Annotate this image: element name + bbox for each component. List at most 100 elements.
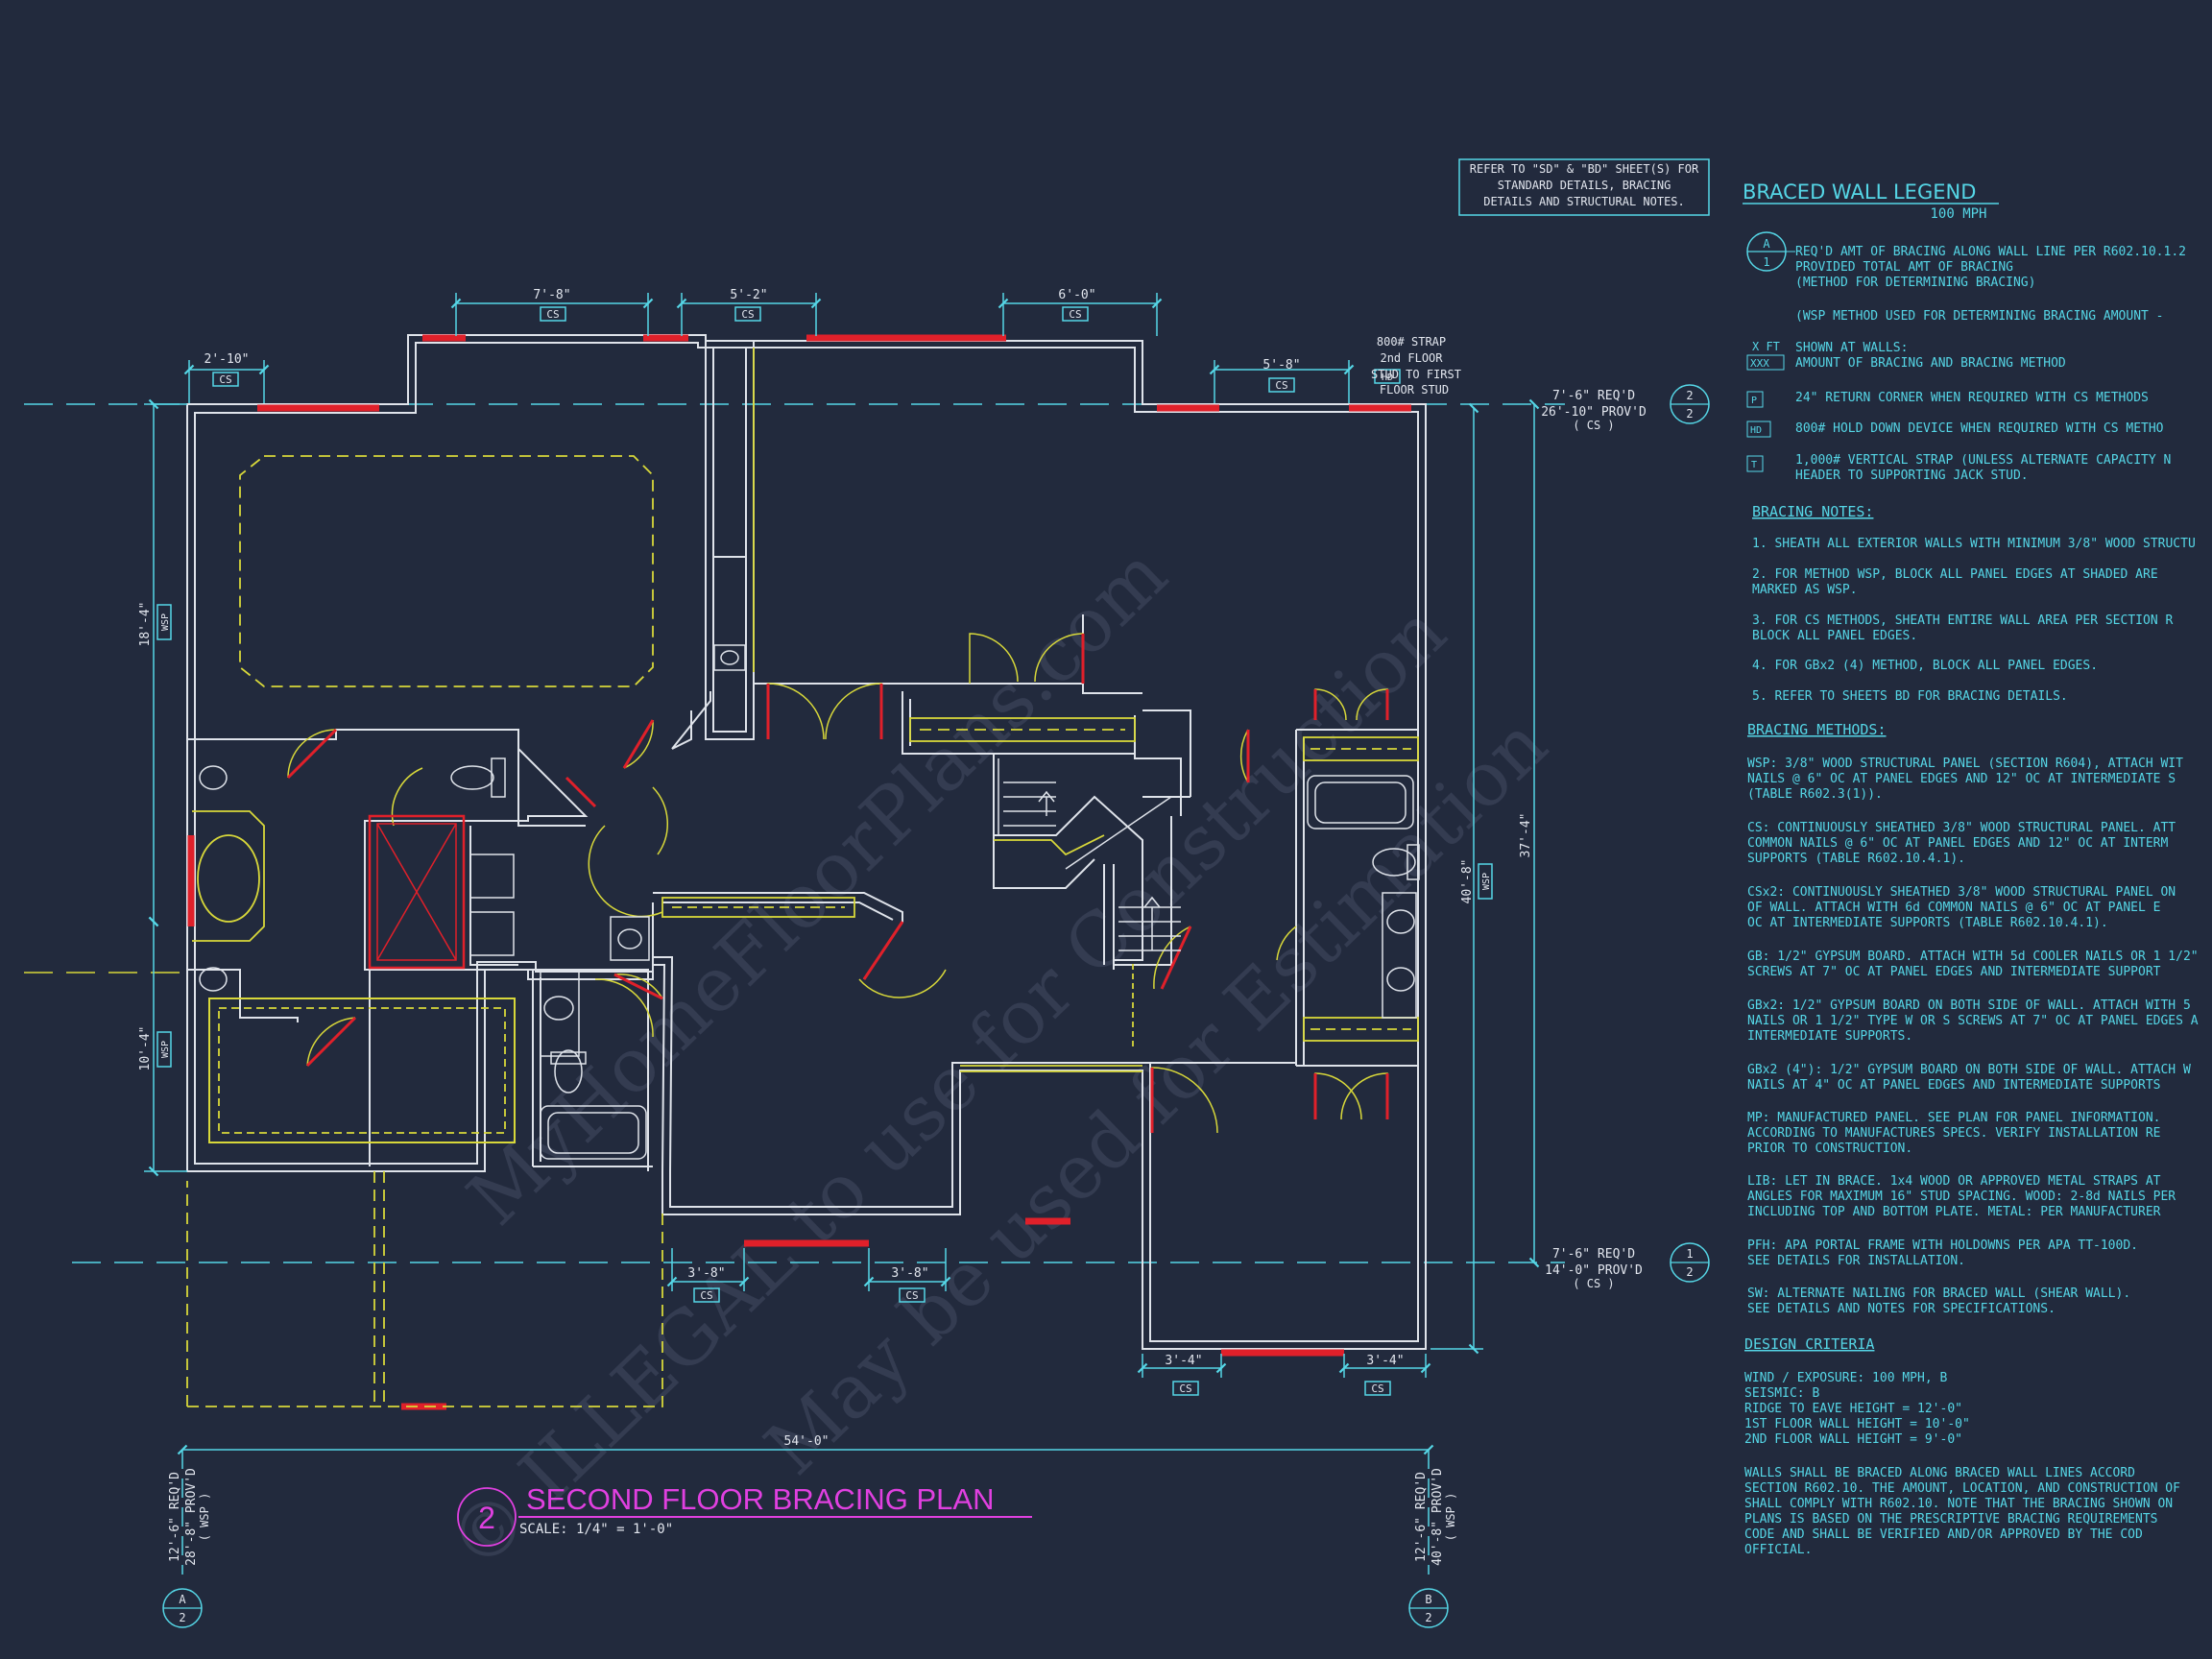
method-gbx2-3: INTERMEDIATE SUPPORTS. (1747, 1029, 1912, 1044)
method-wsp-2: NAILS @ 6" OC AT PANEL EDGES AND 12" OC … (1747, 772, 2176, 786)
wall-line-B-tag: 12'-6" REQ'D 40'-8" PROV'D ( WSP ) B 2 (1408, 1468, 1457, 1628)
reference-line-2: STANDARD DETAILS, BRACING (1498, 179, 1671, 192)
legend-wsp-line: (WSP METHOD USED FOR DETERMINING BRACING… (1795, 309, 2164, 324)
design-criteria-heading: DESIGN CRITERIA (1744, 1335, 1874, 1353)
method-gb-1: GB: 1/2" GYPSUM BOARD. ATTACH WITH 5d CO… (1747, 950, 2199, 964)
legend-subtitle: 100 MPH (1930, 206, 1986, 222)
lineA-method: ( WSP ) (198, 1493, 211, 1542)
dim-bottom-4-method: CS (1371, 1382, 1383, 1395)
dim-right-top-method: CS (1275, 379, 1287, 392)
legend-bubble-bottom: 1 (1763, 255, 1769, 269)
criteria-para-4: PLANS IS BASED ON THE PRESCRIPTIVE BRACI… (1744, 1512, 2157, 1527)
strap-note: 800# STRAP 2nd FLOOR STUD TO FIRST FLOOR… (1371, 335, 1461, 397)
lineA-req: 12'-6" REQ'D (168, 1472, 182, 1562)
line2-bubble-top: 2 (1686, 389, 1693, 402)
criteria-2: SEISMIC: B (1744, 1386, 1819, 1401)
dim-left-lower-method: WSP (160, 1041, 171, 1058)
note-2-line-1: 2. FOR METHOD WSP, BLOCK ALL PANEL EDGES… (1752, 567, 2158, 582)
line1-method: ( CS ) (1573, 1277, 1614, 1290)
dim-right-inner-method: WSP (1481, 873, 1492, 890)
legend-xft-line-1: SHOWN AT WALLS: (1795, 341, 1908, 355)
legend-title: BRACED WALL LEGEND (1743, 180, 1976, 204)
method-sw-1: SW: ALTERNATE NAILING FOR BRACED WALL (S… (1747, 1286, 2130, 1301)
strap-line-3: STUD TO FIRST (1371, 368, 1461, 381)
line2-prov: 26'-10" PROV'D (1541, 405, 1647, 420)
criteria-4: 1ST FLOOR WALL HEIGHT = 10'-0" (1744, 1417, 1970, 1431)
method-cs-1: CS: CONTINUOUSLY SHEATHED 3/8" WOOD STRU… (1747, 821, 2176, 835)
plan-scale: SCALE: 1/4" = 1'-0" (519, 1522, 673, 1537)
reference-line-3: DETAILS AND STRUCTURAL NOTES. (1483, 195, 1685, 208)
legend-p-text: 24" RETURN CORNER WHEN REQUIRED WITH CS … (1795, 391, 2149, 405)
criteria-para-6: OFFICIAL. (1744, 1543, 1812, 1557)
dimension-labels: 7'-8" CS 5'-2" CS 6'-0" CS 2'-10" CS 5'-… (138, 288, 1533, 1449)
criteria-3: RIDGE TO EAVE HEIGHT = 12'-0" (1744, 1402, 1962, 1416)
method-wsp-1: WSP: 3/8" WOOD STRUCTURAL PANEL (SECTION… (1747, 757, 2183, 771)
lineB-method: ( WSP ) (1444, 1493, 1457, 1542)
bracing-notes-heading: BRACING NOTES: (1752, 503, 1873, 520)
plan-number: 2 (478, 1501, 495, 1535)
note-3-line-2: BLOCK ALL PANEL EDGES. (1752, 629, 1917, 643)
legend-t-line-2: HEADER TO SUPPORTING JACK STUD. (1795, 469, 2029, 483)
line2-bubble-bottom: 2 (1686, 407, 1693, 421)
criteria-para-2: SECTION R602.10. THE AMOUNT, LOCATION, A… (1744, 1481, 2180, 1496)
lineA-prov: 28'-8" PROV'D (184, 1468, 199, 1566)
dim-left-upper-method: WSP (160, 613, 171, 631)
dim-top-3-method: CS (1069, 308, 1081, 321)
dim-top-1-method: CS (546, 308, 559, 321)
dim-overall-width: 54'-0" (784, 1434, 830, 1449)
line2-req: 7'-6" REQ'D (1552, 389, 1635, 403)
criteria-para-5: CODE AND SHALL BE VERIFIED AND/OR APPROV… (1744, 1527, 2143, 1542)
dim-left-top: 2'-10" (204, 352, 250, 367)
lineA-bubble-top: A (179, 1593, 186, 1606)
legend-t-line-1: 1,000# VERTICAL STRAP (UNLESS ALTERNATE … (1795, 453, 2171, 468)
dim-top-1: 7'-8" (533, 288, 570, 302)
legend-xxx: XXX (1750, 357, 1769, 370)
method-csx2-3: OC AT INTERMEDIATE SUPPORTS (TABLE R602.… (1747, 916, 2108, 930)
dim-right-outer: 37'-4" (1519, 813, 1533, 858)
legend-bubble-line-1: REQ'D AMT OF BRACING ALONG WALL LINE PER… (1795, 245, 2186, 259)
method-gbx2-2: NAILS OR 1 1/2" TYPE W OR S SCREWS AT 7"… (1747, 1014, 2199, 1028)
method-gbx2-1: GBx2: 1/2" GYPSUM BOARD ON BOTH SIDE OF … (1747, 998, 2191, 1013)
legend-hd-tag: HD (1750, 425, 1762, 436)
line1-req: 7'-6" REQ'D (1552, 1247, 1635, 1262)
lineB-bubble-top: B (1425, 1593, 1431, 1606)
method-csx2-1: CSx2: CONTINUOUSLY SHEATHED 3/8" WOOD ST… (1747, 885, 2176, 900)
hd-tag: HD (1382, 373, 1393, 383)
wall-line-2-tag: 7'-6" REQ'D 26'-10" PROV'D ( CS ) 2 2 (1541, 384, 1710, 432)
legend-bubble-line-2: PROVIDED TOTAL AMT OF BRACING (1795, 260, 2013, 275)
lineB-bubble-bottom: 2 (1425, 1611, 1431, 1624)
method-gbx2-4-2: NAILS AT 4" OC AT PANEL EDGES AND INTERM… (1747, 1078, 2160, 1093)
method-wsp-3: (TABLE R602.3(1)). (1747, 787, 1883, 802)
criteria-para-3: SHALL COMPLY WITH R602.10. NOTE THAT THE… (1744, 1497, 2173, 1511)
line1-bubble-top: 1 (1686, 1247, 1693, 1261)
wall-line-A-tag: 12'-6" REQ'D 28'-8" PROV'D ( WSP ) A 2 (162, 1468, 211, 1628)
dim-top-2-method: CS (741, 308, 754, 321)
method-lib-2: ANGLES FOR MAXIMUM 16" STUD SPACING. WOO… (1747, 1190, 2176, 1204)
dim-bottom-2-method: CS (905, 1289, 918, 1302)
legend-bubble-top: A (1763, 237, 1770, 251)
line2-method: ( CS ) (1573, 419, 1614, 432)
dim-top-3: 6'-0" (1058, 288, 1095, 302)
method-lib-3: INCLUDING TOP AND BOTTOM PLATE. METAL: P… (1747, 1205, 2161, 1219)
doors (287, 633, 1388, 1134)
method-mp-2: ACCORDING TO MANUFACTURES SPECS. VERIFY … (1747, 1126, 2160, 1141)
dim-bottom-4: 3'-4" (1366, 1354, 1404, 1368)
legend-hd-text: 800# HOLD DOWN DEVICE WHEN REQUIRED WITH… (1795, 421, 2164, 436)
note-5: 5. REFER TO SHEETS BD FOR BRACING DETAIL… (1752, 689, 2068, 704)
bracing-methods-heading: BRACING METHODS: (1747, 721, 1887, 738)
method-sw-2: SEE DETAILS AND NOTES FOR SPECIFICATIONS… (1747, 1302, 2056, 1316)
legend-p-tag: P (1751, 396, 1757, 406)
lineB-prov: 40'-8" PROV'D (1431, 1468, 1445, 1566)
legend-t-tag: T (1751, 460, 1757, 470)
plan-title-block: 2 SECOND FLOOR BRACING PLAN SCALE: 1/4" … (457, 1482, 1032, 1547)
lineB-req: 12'-6" REQ'D (1414, 1472, 1429, 1562)
note-4: 4. FOR GBx2 (4) METHOD, BLOCK ALL PANEL … (1752, 659, 2098, 673)
legend-xft: X FT (1752, 340, 1780, 353)
method-gb-2: SCREWS AT 7" OC AT PANEL EDGES AND INTER… (1747, 965, 2161, 979)
dimension-lines (144, 293, 1540, 1455)
dim-right-top: 5'-8" (1262, 358, 1300, 373)
dim-bottom-3-method: CS (1179, 1382, 1191, 1395)
note-1: 1. SHEATH ALL EXTERIOR WALLS WITH MINIMU… (1752, 537, 2196, 551)
dim-bottom-1: 3'-8" (687, 1266, 725, 1281)
